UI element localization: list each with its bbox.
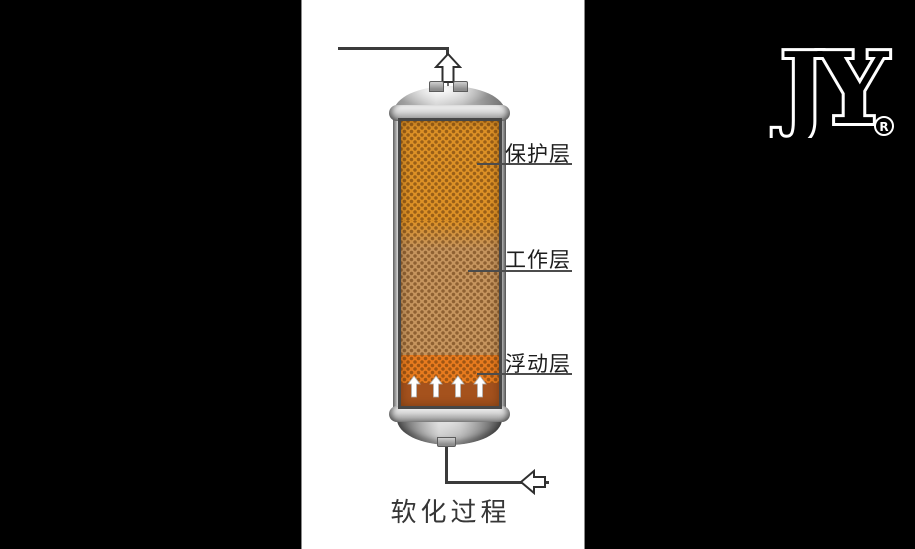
inlet-pipe-horizontal (445, 481, 523, 484)
floating-layer-label: 浮动层 (505, 352, 571, 376)
protection-working-transition (401, 221, 499, 249)
bed-up-arrow-icon (429, 375, 443, 398)
floating-layer-leader-line (477, 373, 572, 375)
working-layer (401, 249, 499, 355)
outlet-pipe-horizontal (338, 47, 449, 50)
column-bottom-flange (389, 406, 510, 422)
inlet-left-arrow-icon (520, 469, 546, 495)
inlet-pipe-stub (543, 481, 549, 484)
registered-mark-circle (874, 116, 894, 136)
bottom-nozzle (437, 437, 456, 447)
diagram-caption: 软化过程 (390, 498, 511, 527)
working-layer-leader-line (468, 270, 572, 272)
bed-up-arrow-icon (407, 375, 421, 398)
resin-bed (398, 118, 502, 409)
bed-up-arrow-icon (473, 375, 487, 398)
protection-layer (401, 121, 499, 221)
logo-text: JY (772, 32, 889, 138)
protection-layer-leader-line (477, 163, 572, 165)
protection-layer-label: 保护层 (505, 142, 571, 166)
column-top-flange (389, 105, 510, 121)
top-nozzle-right (453, 81, 468, 92)
registered-mark-letter: R (879, 120, 888, 134)
working-layer-label: 工作层 (505, 248, 571, 272)
floating-layer (401, 355, 499, 383)
outlet-up-arrow-icon (434, 53, 462, 83)
distribution-zone (401, 383, 499, 406)
bed-up-arrow-icon (451, 375, 465, 398)
brand-logo: JY R (767, 29, 900, 150)
jy-logo-icon: JY R (769, 29, 900, 150)
top-nozzle-left (429, 81, 444, 92)
inlet-pipe-vertical (445, 446, 448, 484)
